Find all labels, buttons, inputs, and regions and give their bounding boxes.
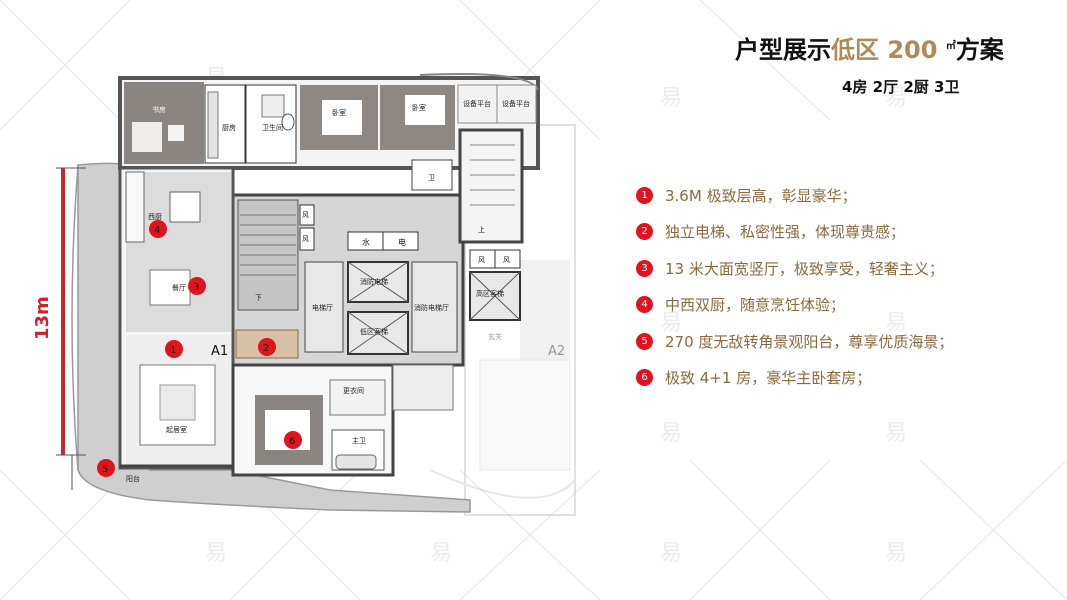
label-fire-lift-hall: 消防电梯厅: [414, 303, 449, 312]
label-xuanguan: 玄关: [488, 332, 502, 341]
marker-1: 1: [165, 340, 183, 358]
marker-3: 3: [188, 277, 206, 295]
feature-item: 1 3.6M 极致层高，彰显豪华；: [636, 186, 1056, 205]
feature-item: 3 13 米大面宽竖厅，极致享受，轻奢主义；: [636, 259, 1056, 278]
feature-number: 3: [636, 259, 653, 277]
label-dining: 餐厅: [172, 283, 186, 292]
svg-text:1: 1: [170, 345, 176, 356]
feature-item: 2 独立电梯、私密性强，体现尊贵感；: [636, 223, 1056, 241]
title-unit: ㎡: [945, 41, 956, 52]
label-lift-hall: 电梯厅: [312, 303, 333, 312]
label-bedroom2: 卧室: [412, 103, 426, 112]
feature-text: 独立电梯、私密性强，体现尊贵感；: [665, 223, 906, 241]
marker-5: 5: [97, 459, 115, 477]
label-up: 上: [478, 225, 485, 234]
dimension-label: 13m: [32, 296, 53, 340]
feature-text: 13 米大面宽竖厅，极致享受，轻奢主义；: [665, 259, 944, 278]
label-feng3: 风: [478, 256, 485, 264]
svg-text:2: 2: [263, 343, 269, 354]
unit-label-a2: A2: [548, 344, 565, 359]
label-low-lift: 低区客梯: [360, 327, 388, 336]
svg-text:6: 6: [289, 436, 295, 447]
label-bedroom1: 卧室: [332, 108, 346, 117]
feature-number: 4: [636, 296, 653, 313]
label-wei: 卫: [428, 174, 435, 182]
room-labels: 书房 厨房 卫生间 卧室 卧室 设备平台 设备平台 卫 风 风 西厨 餐厅 起居…: [126, 99, 530, 483]
svg-text:5: 5: [102, 464, 108, 475]
feature-number: 6: [636, 369, 653, 386]
label-down: 下: [255, 294, 262, 302]
label-feng2: 风: [302, 235, 309, 243]
page-subtitle: 4房 2厅 2厨 3卫: [842, 78, 960, 96]
feature-text: 极致 4+1 房，豪华主卧套房；: [665, 369, 872, 387]
unit-label-a1: A1: [211, 344, 228, 359]
label-western-kitchen: 西厨: [148, 213, 162, 221]
label-living: 起居室: [166, 425, 187, 434]
feature-list: 1 3.6M 极致层高，彰显豪华； 2 独立电梯、私密性强，体现尊贵感； 3 1…: [636, 186, 1056, 405]
feature-number: 1: [636, 186, 653, 204]
neighbor-unit-a2: [429, 124, 576, 516]
label-study: 书房: [152, 105, 166, 114]
label-feng4: 风: [503, 256, 510, 264]
title-highlight: 低区 200: [831, 36, 938, 64]
label-kitchen: 厨房: [222, 123, 236, 132]
label-master: 主卧: [283, 421, 297, 430]
feature-text: 3.6M 极致层高，彰显豪华；: [665, 186, 857, 205]
feature-number: 2: [636, 223, 653, 240]
feature-item: 5 270 度无敌转角景观阳台，尊享优质海景；: [636, 332, 1056, 351]
label-elec: 电: [398, 237, 406, 247]
marker-6: 6: [284, 431, 302, 449]
title-tail: 方案: [955, 36, 1004, 64]
marker-4: 4: [149, 220, 167, 238]
marker-2: 2: [258, 338, 276, 356]
label-equip1: 设备平台: [463, 99, 491, 108]
title-main: 户型展示: [735, 36, 831, 64]
plan-markers: 1 2 3 4 5 6: [97, 220, 302, 477]
label-master-bath: 主卫: [352, 436, 366, 445]
dining-table: [149, 269, 191, 306]
label-high-lift: 高区客梯: [476, 289, 504, 298]
feature-text: 270 度无敌转角景观阳台，尊享优质海景；: [665, 332, 954, 351]
label-bath1: 卫生间: [262, 123, 283, 132]
label-equip2: 设备平台: [502, 99, 530, 108]
label-feng1: 风: [302, 211, 309, 219]
feature-number: 5: [636, 332, 653, 350]
feature-item: 6 极致 4+1 房，豪华主卧套房；: [636, 369, 1056, 387]
label-balcony: 阳台: [126, 474, 140, 483]
feature-text: 中西双厨，随意烹饪体验；: [665, 296, 846, 314]
page-title: 户型展示低区 200 ㎡方案: [735, 30, 1055, 65]
feature-item: 4 中西双厨，随意烹饪体验；: [636, 296, 1056, 314]
label-water: 水: [362, 237, 370, 247]
svg-text:4: 4: [154, 225, 160, 236]
svg-text:3: 3: [193, 282, 199, 293]
label-cloak: 更衣间: [343, 386, 364, 395]
label-fire-lift: 消防电梯: [360, 277, 388, 286]
